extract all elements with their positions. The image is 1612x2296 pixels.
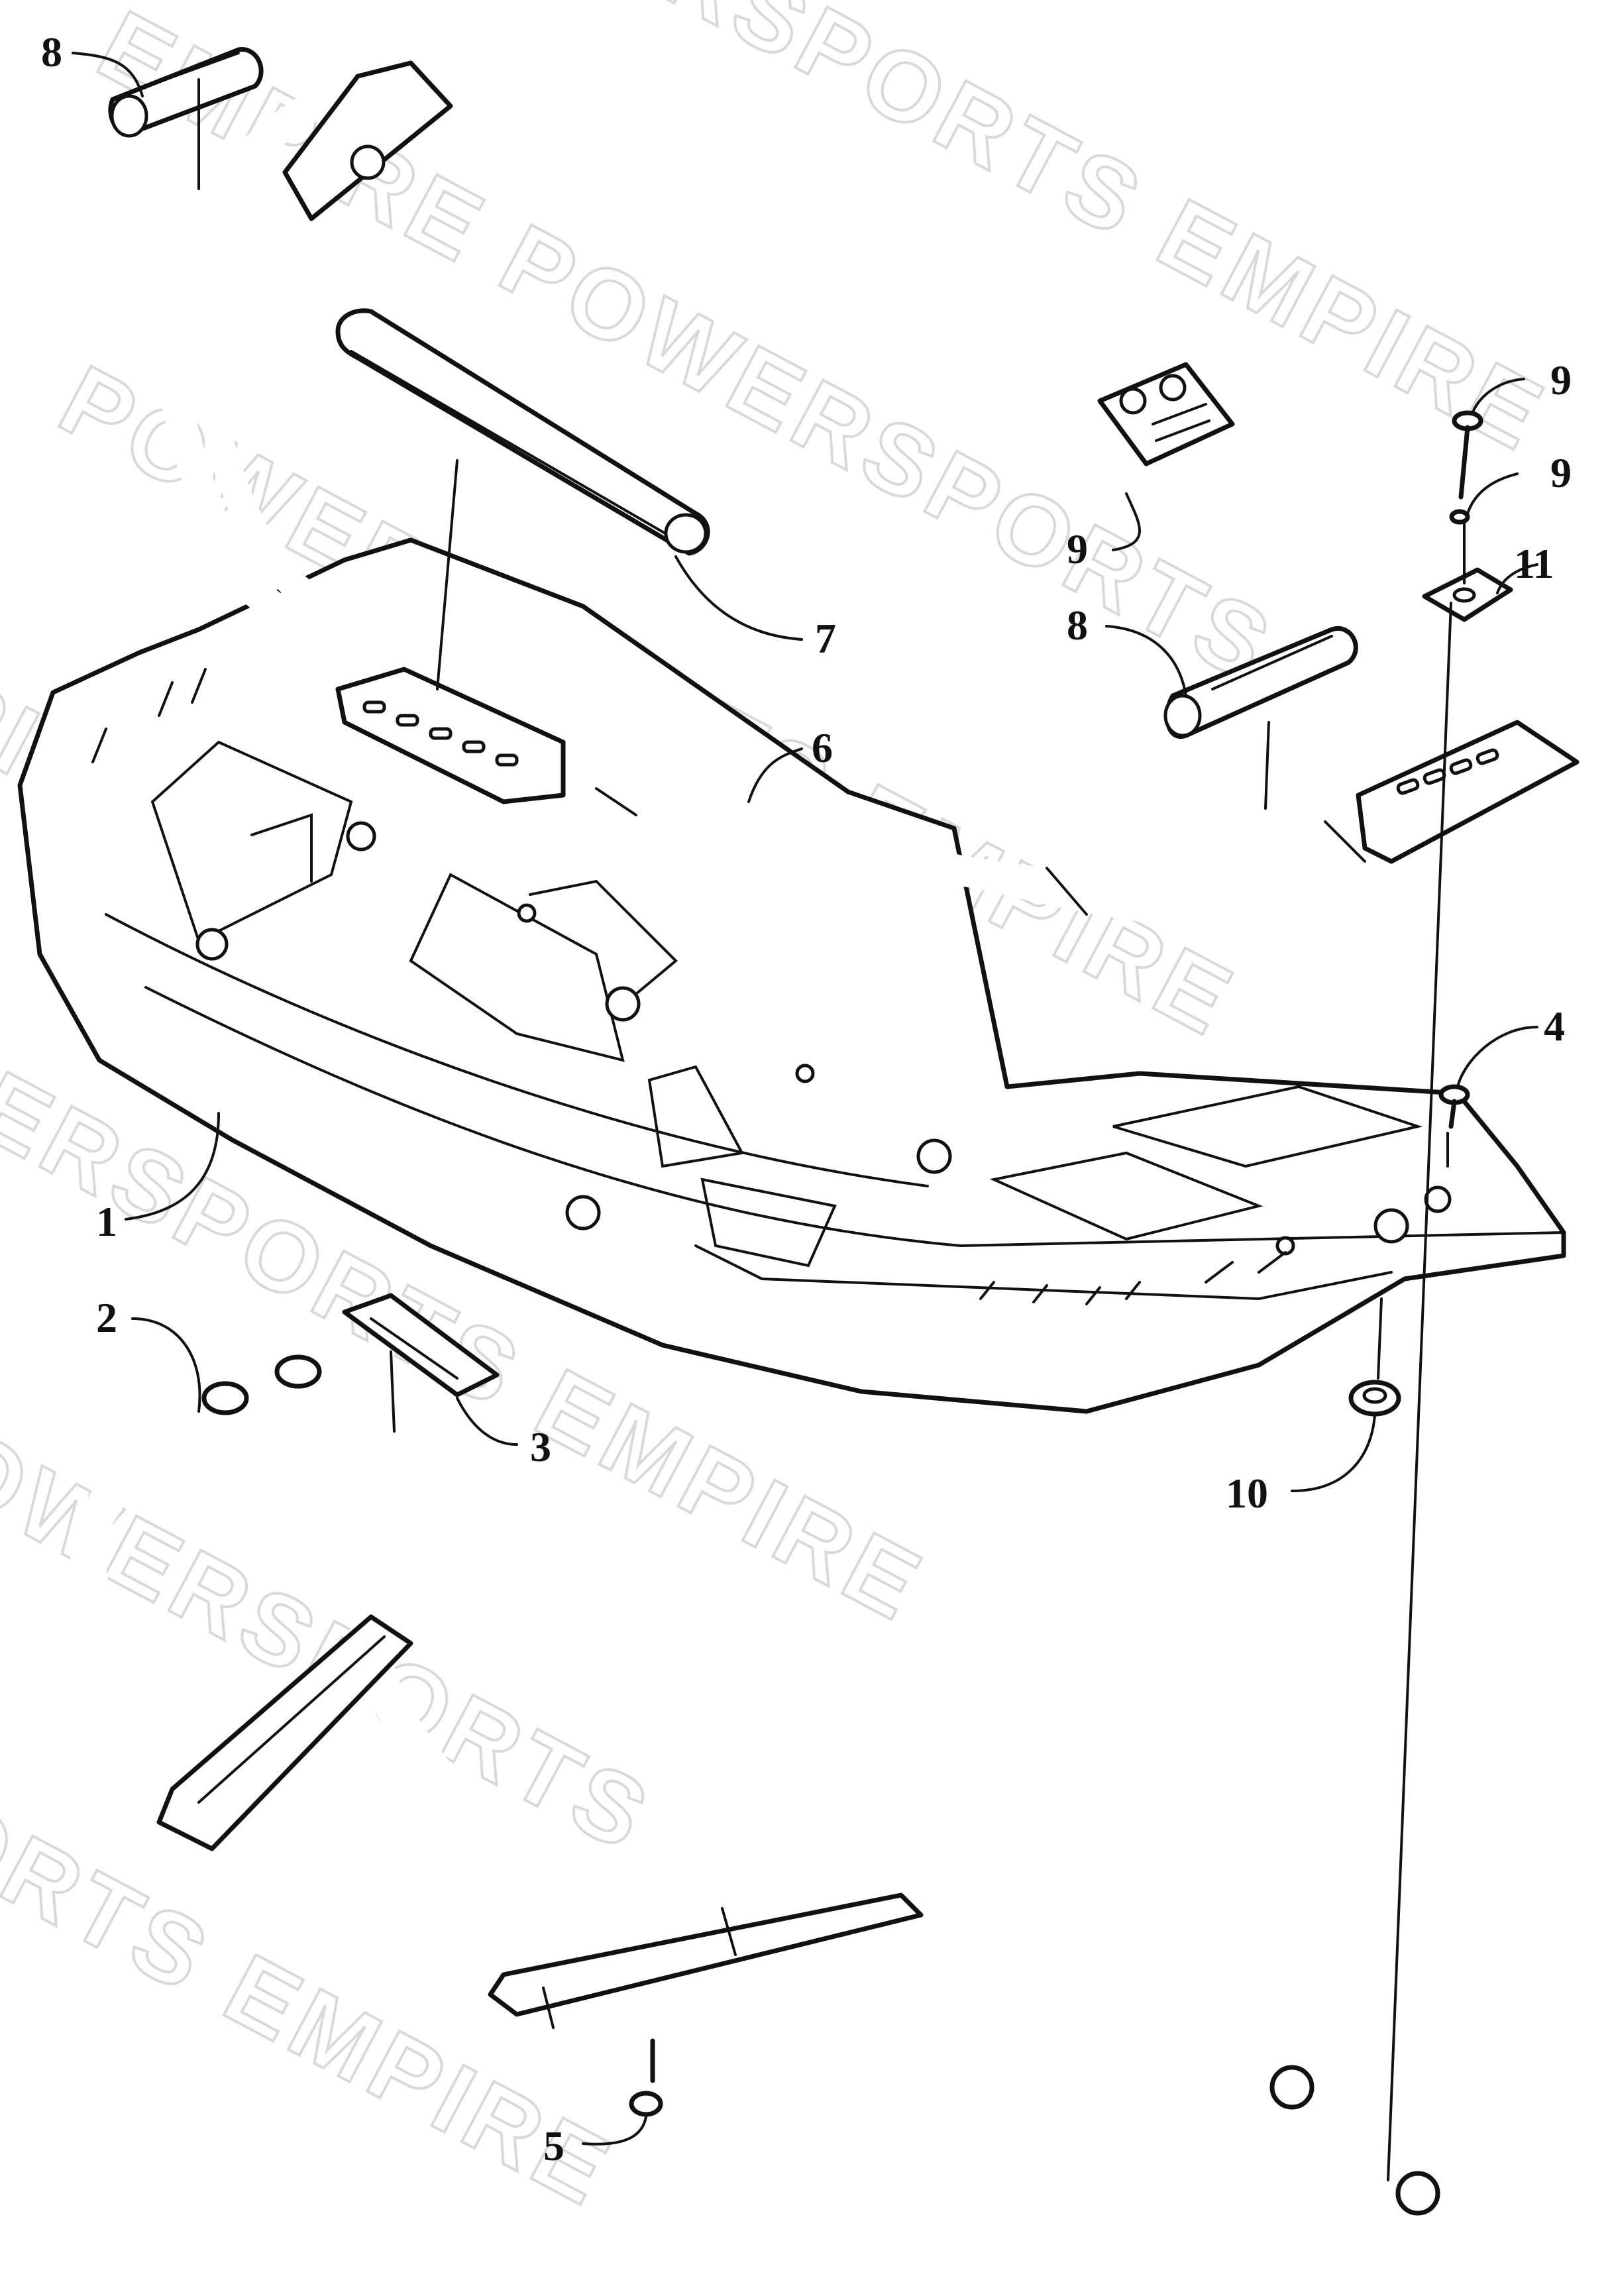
callout-9: 9 [1550, 356, 1572, 404]
short-grip-top [108, 47, 264, 138]
callout-1: 1 [96, 1198, 117, 1245]
mount-slots [362, 700, 519, 767]
callout-8: 8 [41, 28, 62, 76]
nut-10 [1348, 1380, 1401, 1417]
callout-10: 10 [1226, 1470, 1268, 1517]
label-decal [342, 1293, 500, 1397]
fastener-set [1097, 362, 1235, 466]
callout-11: 11 [1514, 540, 1554, 587]
mount-hole [195, 928, 229, 961]
bolt-top-right [1449, 410, 1483, 525]
mount-hole [605, 986, 641, 1022]
short-grip-right [1163, 626, 1358, 739]
callout-9: 9 [1067, 525, 1088, 573]
alignment-line [1387, 602, 1452, 2181]
callout-2: 2 [96, 1294, 117, 1341]
callout-9: 9 [1550, 449, 1572, 496]
bolt-4 [1438, 1084, 1470, 1129]
mount-hole [517, 903, 537, 923]
alignment-line [1377, 1297, 1383, 1380]
long-grip [335, 308, 710, 556]
callout-4: 4 [1544, 1003, 1565, 1050]
lower-bumper-tube [69, 1354, 1440, 2216]
callout-5: 5 [543, 2122, 564, 2169]
nut-5 [629, 2038, 663, 2117]
callout-7: 7 [815, 615, 836, 662]
mount-hole [1424, 1185, 1452, 1213]
mount-hole [1373, 1208, 1409, 1244]
callout-6: 6 [812, 724, 833, 771]
upper-rail-tube [144, 60, 1580, 928]
mount-hole [565, 1195, 601, 1230]
front-rack-body [17, 537, 1566, 1414]
callouts: 8 7 9 9 9 11 8 6 4 1 2 3 10 5 [41, 28, 1572, 2169]
mount-hole [346, 821, 376, 851]
spacer [1422, 567, 1513, 622]
mount-hole [795, 1064, 815, 1083]
leader-lines [72, 52, 1538, 2146]
callout-3: 3 [530, 1423, 551, 1470]
callout-8: 8 [1067, 602, 1088, 649]
vent-slots [91, 668, 1287, 1305]
mount-hole [916, 1138, 952, 1174]
